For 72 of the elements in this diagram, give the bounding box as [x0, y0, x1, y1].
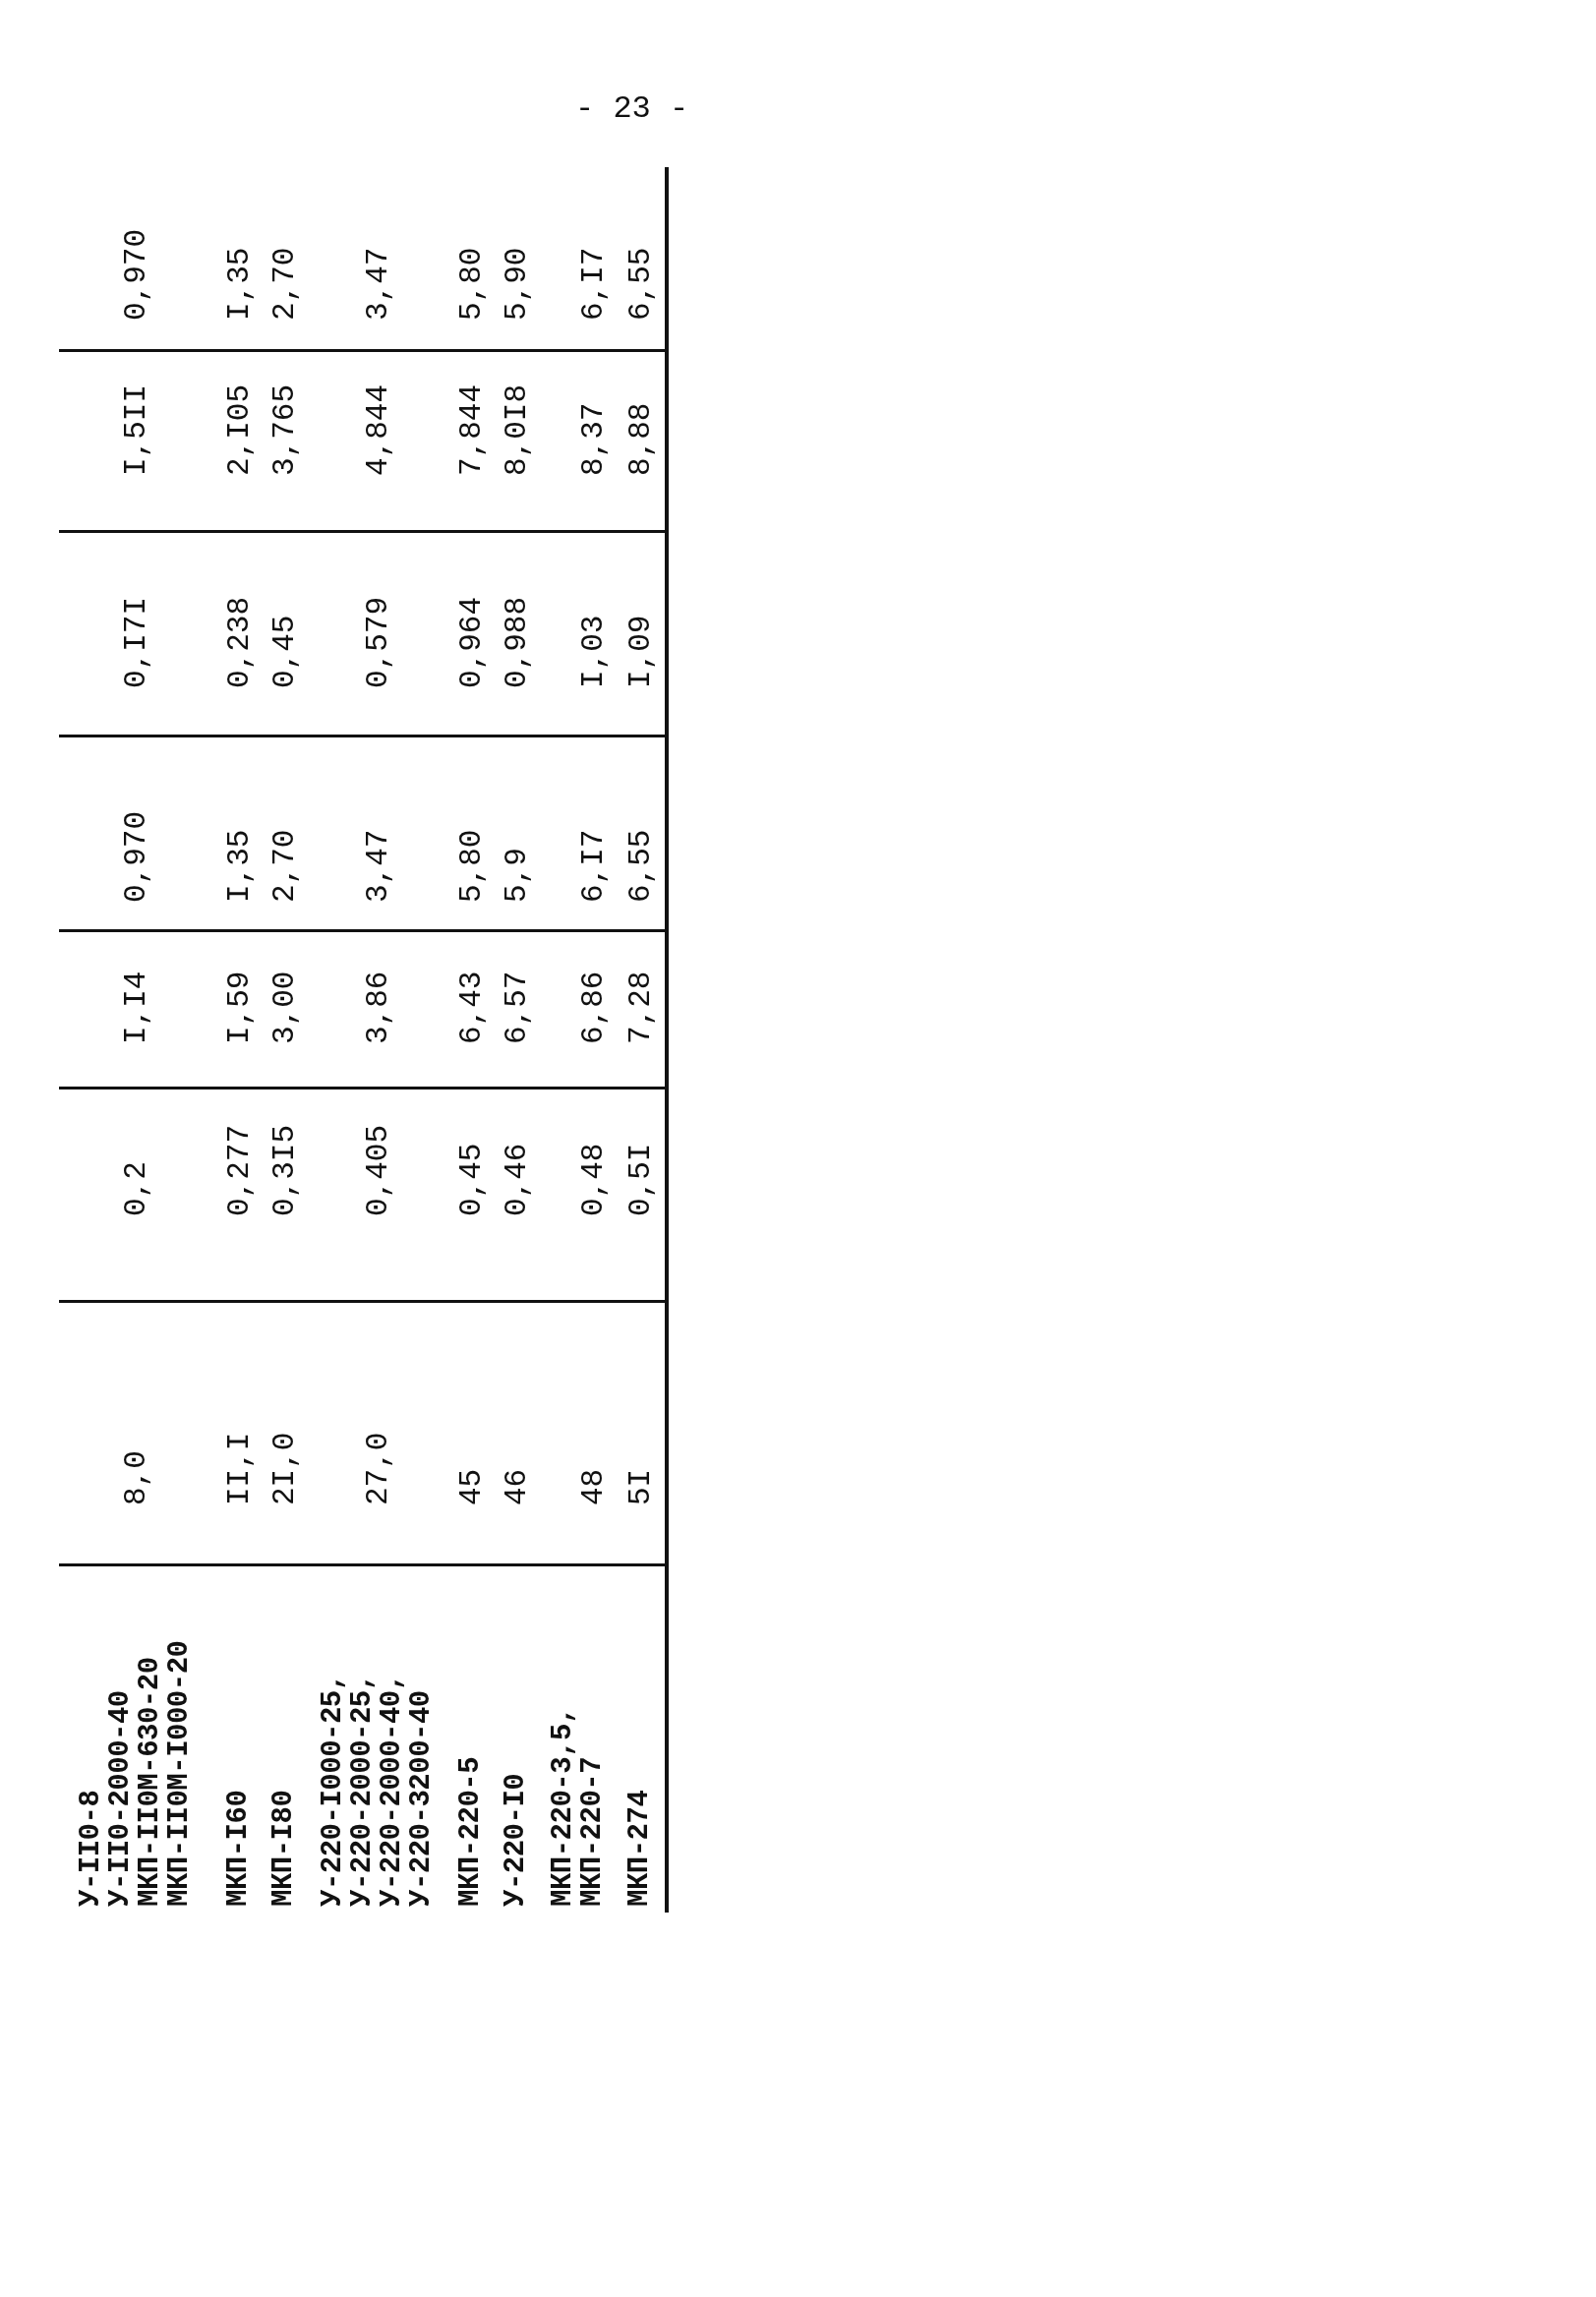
table-value: I,09	[625, 615, 657, 688]
table-value: 3,47	[363, 247, 394, 321]
equipment-name: МКП-220-3,5,	[549, 1707, 578, 1907]
table-value: 0,45	[269, 615, 301, 688]
equipment-name: МКП-I80	[269, 1790, 299, 1907]
table-value: 0,988	[502, 597, 533, 688]
table-value: 0,238	[224, 597, 256, 688]
table-value: 0,277	[224, 1125, 256, 1216]
table-value: 7,28	[625, 971, 657, 1044]
table-value: I,03	[578, 615, 610, 688]
equipment-name: МКП-220-5	[456, 1756, 486, 1907]
table-value: 5,80	[456, 247, 488, 321]
table-value: 2I,0	[269, 1432, 301, 1505]
table-value: 6,I7	[578, 829, 610, 903]
table-value: 0,3I5	[269, 1125, 301, 1216]
table-value: 2,70	[269, 829, 301, 903]
table-value: 6,55	[625, 247, 657, 321]
table-value: 48	[578, 1468, 610, 1505]
equipment-name: МКП-274	[625, 1790, 655, 1907]
equipment-name: МКП-II0М-630-20	[136, 1656, 165, 1907]
table-value: 3,00	[269, 971, 301, 1044]
equipment-name: У-220-I000-25,	[319, 1674, 348, 1907]
table-value: 0,5I	[625, 1143, 657, 1216]
table-value: 0,970	[121, 811, 152, 903]
equipment-name: У-220-2000-25,	[348, 1674, 378, 1907]
table-value: I,5II	[121, 384, 152, 476]
table-value: I,35	[224, 247, 256, 321]
table-value: 5,9	[502, 848, 533, 903]
table-value: 0,964	[456, 597, 488, 688]
table-value: II,I	[224, 1432, 256, 1505]
equipment-name: МКП-II0М-I000-20	[165, 1640, 195, 1907]
table-value: 0,2	[121, 1161, 152, 1216]
table-value: 8,0I8	[502, 384, 533, 476]
table-value: 46	[502, 1468, 533, 1505]
equipment-name: МКП-I60	[224, 1790, 254, 1907]
table-value: 0,I7I	[121, 597, 152, 688]
equipment-name: У-220-I0	[502, 1773, 531, 1907]
table-value: 27,0	[363, 1432, 394, 1505]
table-value: 6,43	[456, 971, 488, 1044]
table-value: 7,844	[456, 384, 488, 476]
table-value: 2,I05	[224, 384, 256, 476]
table-value: 2,70	[269, 247, 301, 321]
equipment-name: У-220-2000-40,	[378, 1674, 407, 1907]
table-value: 0,405	[363, 1125, 394, 1216]
table-value: 5I	[625, 1468, 657, 1505]
table-value: 0,48	[578, 1143, 610, 1216]
table-value: 6,I7	[578, 247, 610, 321]
table-value: 3,86	[363, 971, 394, 1044]
equipment-name: У-II0-8	[77, 1789, 106, 1907]
table-value: 0,45	[456, 1143, 488, 1216]
page-number: - 23 -	[575, 90, 689, 127]
table-value: 4,844	[363, 384, 394, 476]
table-value: 8,0	[121, 1450, 152, 1505]
table-value: 5,90	[502, 247, 533, 321]
table-value: 5,80	[456, 829, 488, 903]
table-value: 6,86	[578, 971, 610, 1044]
table-value: 0,46	[502, 1143, 533, 1216]
table-value: I,59	[224, 971, 256, 1044]
table-value: 3,47	[363, 829, 394, 903]
table-value: 45	[456, 1468, 488, 1505]
table-value: 8,88	[625, 402, 657, 476]
equipment-name: У-II0-2000-40	[106, 1689, 136, 1907]
table-value: 8,37	[578, 402, 610, 476]
table-value: 0,579	[363, 597, 394, 688]
table-value: I,I4	[121, 971, 152, 1044]
table-value: 3,765	[269, 384, 301, 476]
equipment-name: У-220-3200-40	[407, 1689, 437, 1907]
table-value: 6,55	[625, 829, 657, 903]
equipment-name: МКП-220-7	[578, 1755, 608, 1907]
table-value: I,35	[224, 829, 256, 903]
table-value: 6,57	[502, 971, 533, 1044]
table-value: 0,970	[121, 229, 152, 321]
